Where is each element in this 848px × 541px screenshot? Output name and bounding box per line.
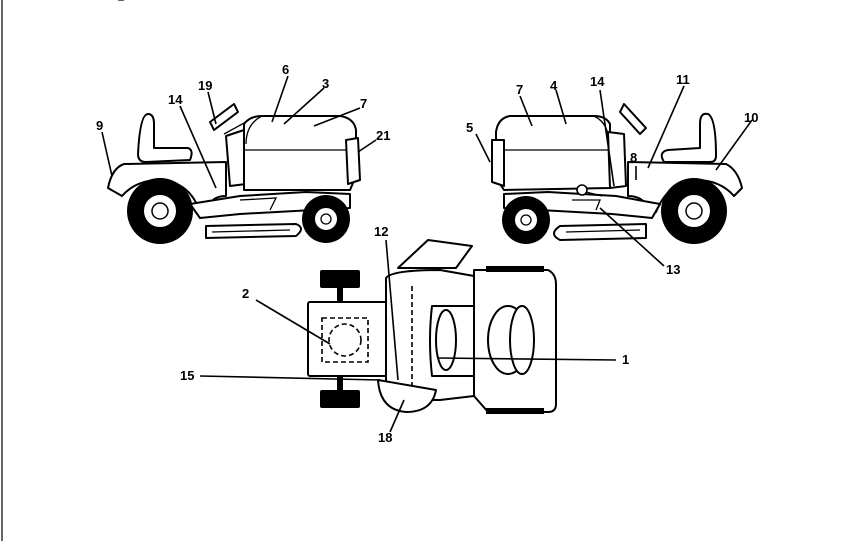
callout-19: 19 bbox=[198, 78, 212, 93]
leader-lines bbox=[101, 75, 753, 433]
callout-1: 1 bbox=[622, 352, 629, 367]
callout-14: 14 bbox=[168, 92, 183, 107]
callout-5: 5 bbox=[466, 120, 473, 135]
callout-9: 9 bbox=[96, 118, 103, 133]
callout-7: 7 bbox=[360, 96, 367, 111]
callout-21: 21 bbox=[376, 128, 390, 143]
callout-numbers: 6 3 7 21 19 14 9 7 4 14 5 11 10 8 13 12 … bbox=[96, 62, 758, 445]
callout-2: 2 bbox=[242, 286, 249, 301]
tractor-right-side-view bbox=[491, 103, 743, 244]
callout-4: 4 bbox=[550, 78, 558, 93]
callout-6: 6 bbox=[282, 62, 289, 77]
callout-10: 10 bbox=[744, 110, 758, 125]
callout-15: 15 bbox=[180, 368, 194, 383]
tractor-left-side-view bbox=[107, 103, 361, 244]
callout-14: 14 bbox=[590, 74, 605, 89]
callout-11: 11 bbox=[676, 72, 690, 87]
callout-3: 3 bbox=[322, 76, 329, 91]
callout-12: 12 bbox=[374, 224, 388, 239]
tractor-top-view bbox=[307, 239, 557, 414]
callout-8: 8 bbox=[630, 150, 637, 165]
callout-13: 13 bbox=[666, 262, 680, 277]
callout-18: 18 bbox=[378, 430, 392, 445]
callout-7: 7 bbox=[516, 82, 523, 97]
